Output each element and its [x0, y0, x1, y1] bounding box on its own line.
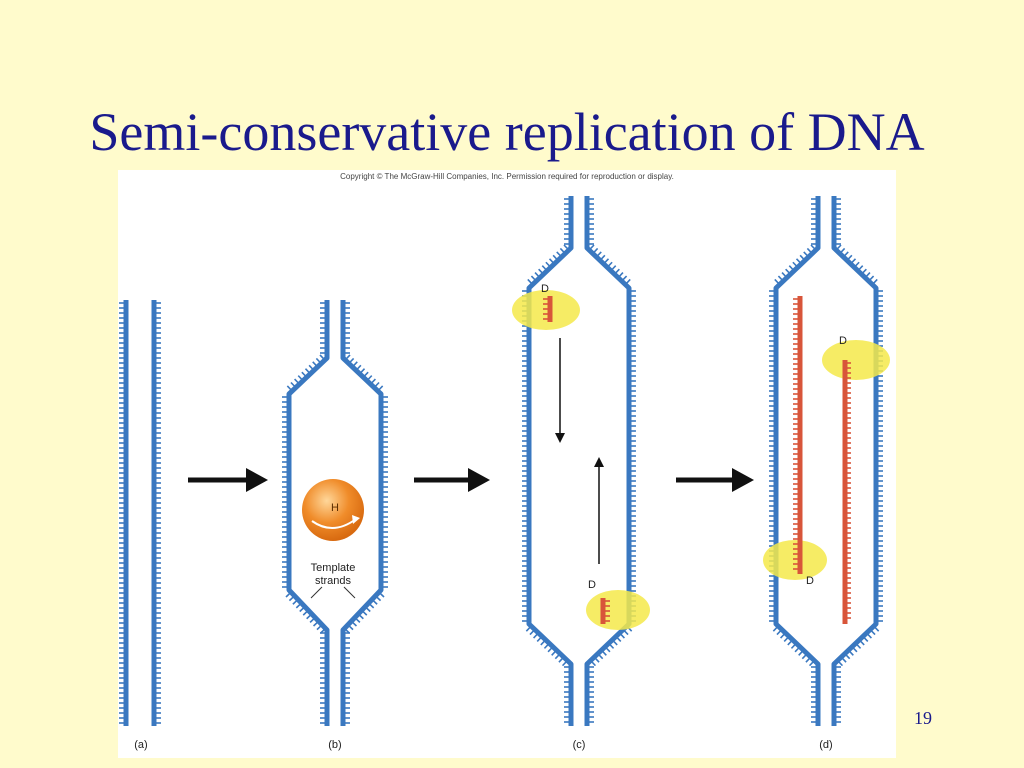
parental-strand-left: [119, 300, 129, 726]
bubble-c-right-strand: [584, 196, 636, 726]
polymerase-halo: [822, 340, 890, 380]
template-strands-label: Template: [311, 562, 356, 574]
copyright-notice: Copyright © The McGraw-Hill Companies, I…: [340, 172, 674, 181]
polymerase-halo: [512, 290, 580, 330]
polymerase-halo: [586, 590, 650, 630]
bubble-d-left-strand: [769, 196, 821, 726]
figure-panel: Copyright © The McGraw-Hill Companies, I…: [118, 170, 896, 758]
arrow-b-to-c: [414, 468, 490, 492]
slide-number: 19: [914, 708, 932, 728]
bubble-b-right-strand: [340, 300, 388, 726]
panel-label-c: (c): [573, 739, 586, 751]
arrow-a-to-b: [188, 468, 268, 492]
replication-diagram: H Template strands D D D D (a) (b) (c) (…: [119, 196, 890, 751]
bubble-c-left-strand: [522, 196, 574, 726]
slide-title: Semi-conservative replication of DNA: [89, 102, 925, 162]
polymerase-label: D: [839, 335, 847, 347]
polymerase-label: D: [806, 575, 814, 587]
parental-strand-right: [151, 300, 161, 726]
bubble-b-left-strand: [282, 300, 330, 726]
polymerase-halo: [763, 540, 827, 580]
polymerase-label: D: [588, 579, 596, 591]
new-strand-primer: [600, 598, 610, 624]
bubble-d-right-strand: [831, 196, 883, 726]
arrow-c-to-d: [676, 468, 754, 492]
panel-label-a: (a): [134, 739, 147, 751]
helicase-label: H: [331, 502, 339, 514]
new-strand-primer: [543, 296, 553, 322]
template-strands-label-2: strands: [315, 575, 352, 587]
helicase-enzyme: H: [302, 479, 364, 541]
new-strand-lagging: [842, 360, 851, 624]
new-strand-leading: [793, 296, 803, 574]
template-pointer: [310, 586, 356, 599]
panel-label-b: (b): [328, 739, 341, 751]
panel-label-d: (d): [819, 739, 832, 751]
polymerase-label: D: [541, 283, 549, 295]
